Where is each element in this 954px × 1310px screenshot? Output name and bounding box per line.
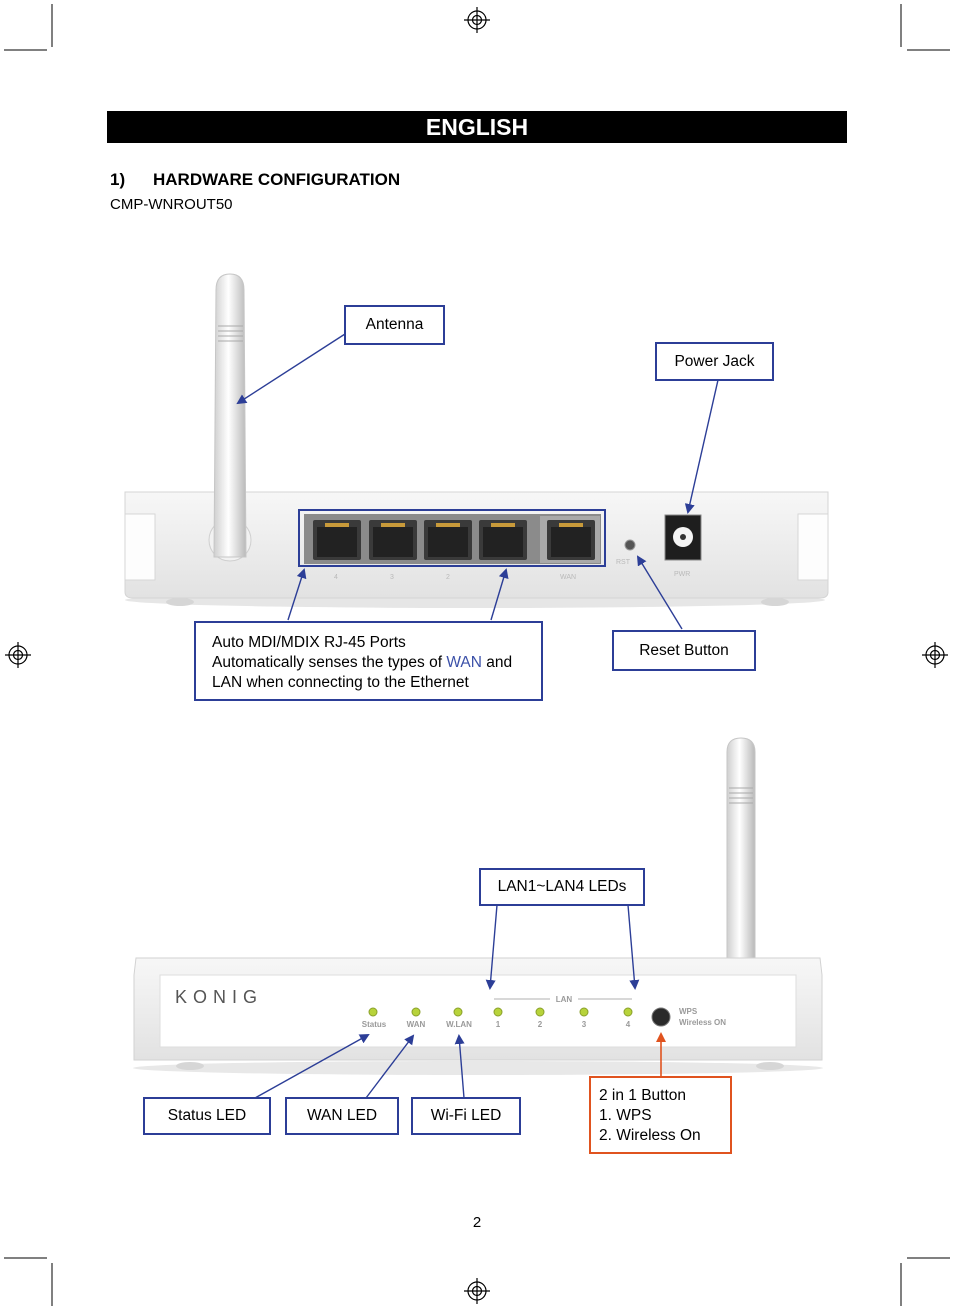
language-banner: ENGLISH xyxy=(107,111,847,143)
registration-marks xyxy=(5,7,948,1304)
port-3-label: 3 xyxy=(390,574,394,581)
wps-label: WPS xyxy=(679,1007,698,1016)
ports-callout-line3: LAN when connecting to the Ethernet xyxy=(212,674,469,691)
wps-button-callout: 2 in 1 Button 1. WPS 2. Wireless On xyxy=(589,1076,732,1154)
wps-button xyxy=(651,1007,671,1027)
rear-leader-lines xyxy=(236,333,719,630)
led-status-label: Status xyxy=(362,1020,387,1029)
ports-callout-line1: Auto MDI/MDIX RJ-45 Ports xyxy=(212,634,406,651)
reset-button-callout-text: Reset Button xyxy=(639,641,729,659)
brand-logo: KONIG xyxy=(175,987,263,1007)
led-lan2-label: 2 xyxy=(538,1020,543,1029)
reset-button-callout: Reset Button xyxy=(612,630,756,671)
antenna-callout-text: Antenna xyxy=(365,316,424,333)
router-rear-view: 4 3 2 WAN RST PWR xyxy=(124,273,829,608)
status-led-callout-text: Status LED xyxy=(167,1107,247,1124)
model-number: CMP-WNROUT50 xyxy=(110,196,233,213)
wireless-on-label: Wireless ON xyxy=(679,1018,726,1027)
lan-group-label: LAN xyxy=(556,995,573,1004)
reset-hole xyxy=(624,539,636,551)
front-leader-lines xyxy=(254,904,640,1099)
port-contacts xyxy=(325,523,583,527)
wps-button-callout-line3: 2. Wireless On xyxy=(599,1127,701,1144)
port-2-label: 2 xyxy=(446,574,450,581)
power-jack-callout-text: Power Jack xyxy=(674,352,755,370)
router-front-view: KONIG Status WAN W.LAN 1 2 3 4 LAN WPS W… xyxy=(133,737,823,1075)
page-number: 2 xyxy=(472,1214,482,1231)
crop-marks xyxy=(4,4,950,1306)
wifi-led-callout: Wi-Fi LED xyxy=(411,1097,521,1135)
rj45-ports xyxy=(313,516,600,563)
port-4-label: 4 xyxy=(334,574,338,581)
section-title: HARDWARE CONFIGURATION xyxy=(153,170,401,189)
wifi-led-callout-text: Wi-Fi LED xyxy=(430,1107,502,1124)
antenna xyxy=(208,273,252,562)
power-jack-callout: Power Jack xyxy=(655,342,774,381)
section-number: 1) xyxy=(110,170,126,189)
port-wan-label: WAN xyxy=(560,574,576,581)
ports-callout-line2: Automatically senses the types of WAN an… xyxy=(212,653,512,673)
wps-button-callout-line2: 1. WPS xyxy=(599,1107,652,1124)
front-antenna xyxy=(726,737,756,959)
front-leds xyxy=(368,1007,633,1017)
led-wan-label: WAN xyxy=(407,1020,426,1029)
led-lan1-label: 1 xyxy=(496,1020,501,1029)
ports-callout-wan-highlight: WAN xyxy=(446,654,482,671)
led-lan4-label: 4 xyxy=(626,1020,631,1029)
ports-callout: Auto MDI/MDIX RJ-45 Ports Automatically … xyxy=(194,621,543,701)
lan-leds-callout: LAN1~LAN4 LEDs xyxy=(479,868,645,906)
ports-callout-line2-prefix: Automatically senses the types of xyxy=(212,654,447,671)
wan-led-callout: WAN LED xyxy=(285,1097,399,1135)
wps-button-callout-line1: 2 in 1 Button xyxy=(599,1087,687,1104)
ports-callout-line2-suffix: and xyxy=(481,654,513,671)
status-led-callout: Status LED xyxy=(143,1097,271,1135)
reset-label: RST xyxy=(616,559,631,566)
led-wlan-label: W.LAN xyxy=(446,1020,472,1029)
antenna-callout: Antenna xyxy=(344,305,445,345)
power-label: PWR xyxy=(674,571,690,578)
wan-led-callout-text: WAN LED xyxy=(306,1107,378,1124)
power-jack xyxy=(664,514,702,561)
ports-highlight xyxy=(298,509,606,567)
lan-leds-callout-text: LAN1~LAN4 LEDs xyxy=(497,878,627,895)
led-lan3-label: 3 xyxy=(582,1020,587,1029)
